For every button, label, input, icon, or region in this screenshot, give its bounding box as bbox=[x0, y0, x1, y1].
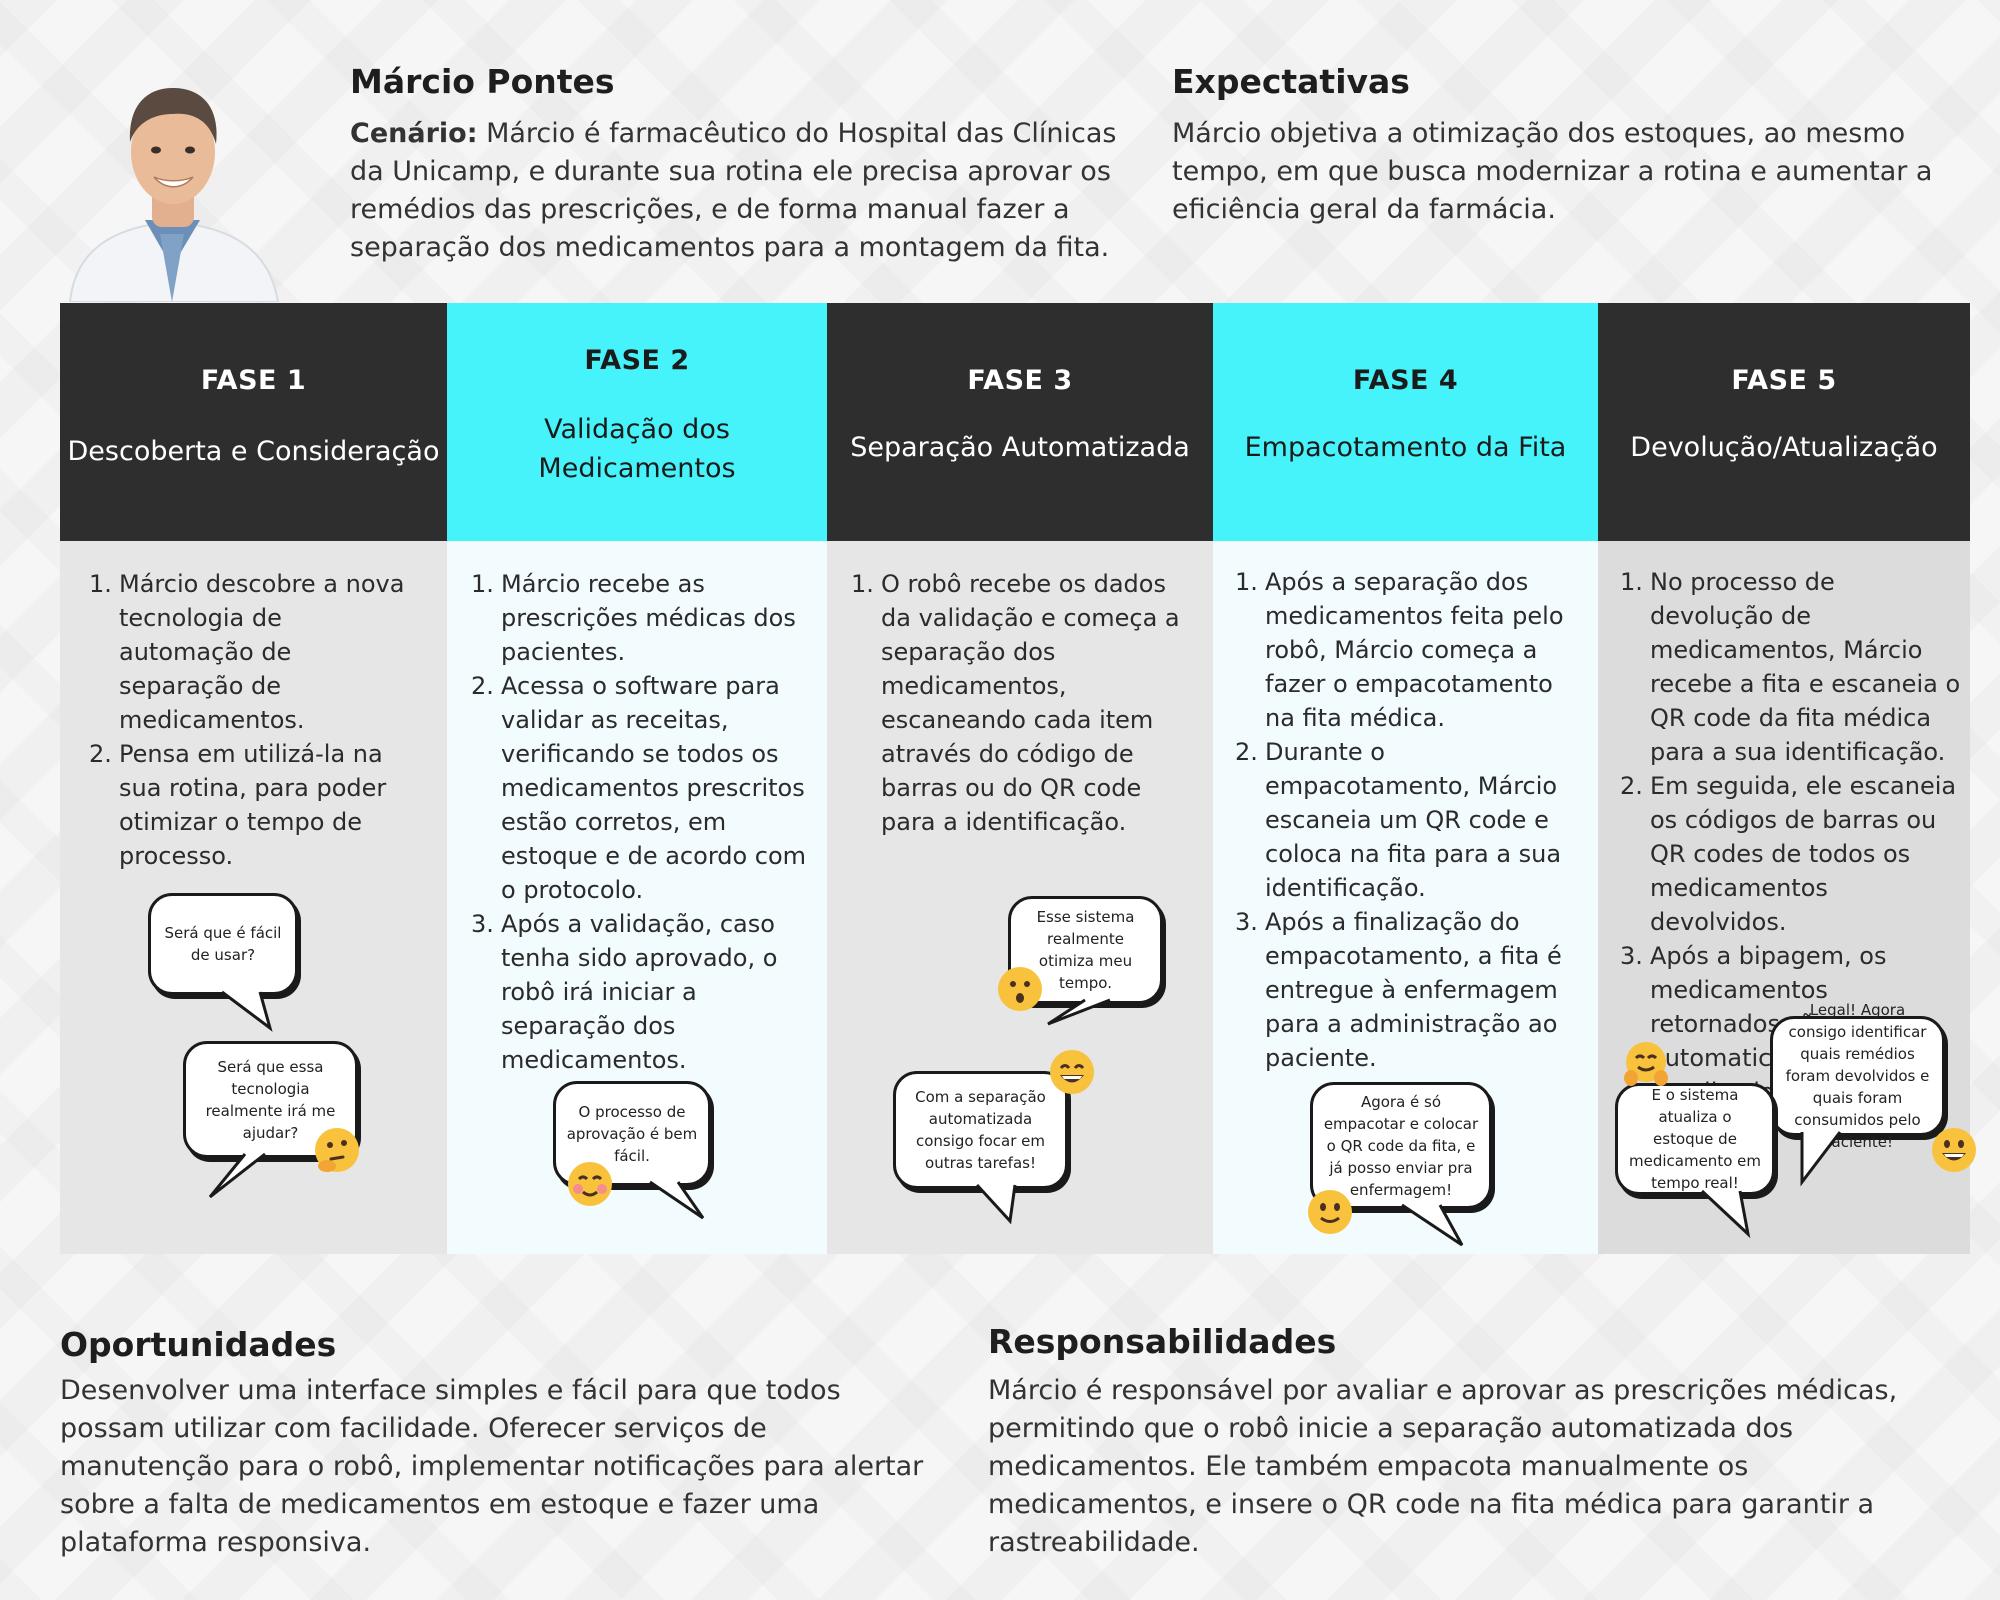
phase-3-title: FASE 3 bbox=[967, 365, 1073, 396]
phase-2-subtitle-line1: Validação dos bbox=[544, 414, 730, 445]
phase-4-steps: 1.Após a separação dos medicamentos feit… bbox=[1235, 565, 1583, 1075]
speech-bubble-tail bbox=[208, 1152, 266, 1199]
expectations-text: Márcio objetiva a otimização dos estoque… bbox=[1172, 118, 1933, 225]
opportunities-text: Desenvolver uma interface simples e fáci… bbox=[60, 1375, 924, 1558]
phase-1-steps: 1.Márcio descobre a nova tecnologia de a… bbox=[89, 567, 420, 873]
list-item: 2.Em seguida, ele escaneia os códigos de… bbox=[1620, 772, 1957, 936]
persona-avatar bbox=[60, 62, 285, 302]
scenario-text: Cenário: Márcio é farmacêutico do Hospit… bbox=[350, 115, 1150, 267]
list-item: 2. Durante o empacotamento, Márcio escan… bbox=[1235, 738, 1562, 902]
list-item: 1.No processo de devolução de medicament… bbox=[1620, 568, 1961, 766]
phase-4-header: FASE 4 Empacotamento da Fita bbox=[1213, 303, 1598, 541]
hushed-face-icon bbox=[998, 967, 1042, 1011]
list-item: 1.Márcio descobre a nova tecnologia de a… bbox=[89, 570, 405, 734]
phase-3-steps: 1.O robô recebe os dados da validação e … bbox=[851, 567, 1197, 839]
responsibilities-title: Responsabilidades bbox=[988, 1322, 1337, 1361]
speech-bubble-tail bbox=[1700, 1189, 1751, 1239]
speech-bubble: Legal! Agora consigo identificar quais r… bbox=[1770, 1001, 1945, 1151]
speech-bubble: Com a separação automatizada consigo foc… bbox=[893, 1071, 1068, 1189]
phase-1-subtitle: Descoberta e Consideração bbox=[67, 436, 440, 467]
grinning-face-icon bbox=[1050, 1050, 1094, 1094]
responsibilities-text: Márcio é responsável por avaliar e aprov… bbox=[988, 1375, 1898, 1558]
list-item: 2.Pensa em utilizá-la na sua rotina, par… bbox=[89, 740, 387, 870]
speech-bubble-tail bbox=[1800, 1131, 1842, 1187]
list-item: 1.Márcio recebe as prescrições médicas d… bbox=[471, 570, 796, 666]
thinking-face-icon bbox=[315, 1128, 359, 1172]
speech-bubble: Agora é só empacotar e colocar o QR code… bbox=[1310, 1082, 1492, 1209]
phase-5-header: FASE 5 Devolução/Atualização bbox=[1598, 303, 1970, 541]
phase-2-steps: 1.Márcio recebe as prescrições médicas d… bbox=[471, 567, 812, 1077]
scenario-body: Márcio é farmacêutico do Hospital das Cl… bbox=[350, 118, 1117, 263]
list-item: 1.O robô recebe os dados da validação e … bbox=[851, 570, 1180, 836]
speech-bubble-tail bbox=[975, 1183, 1017, 1225]
persona-name: Márcio Pontes bbox=[350, 62, 615, 101]
opportunities-title: Oportunidades bbox=[60, 1325, 337, 1364]
phase-2-subtitle-line2: Medicamentos bbox=[538, 453, 736, 484]
list-item: 3. Após a finalização do empacotamento, … bbox=[1235, 908, 1562, 1072]
list-item: 2.Acessa o software para validar as rece… bbox=[471, 672, 807, 904]
phase-2-header: FASE 2 Validação dos Medicamentos bbox=[447, 303, 827, 541]
speech-bubble: Será que é fácil de usar? bbox=[148, 893, 298, 995]
phase-3-subtitle: Separação Automatizada bbox=[850, 432, 1190, 463]
smiling-face-with-blush-icon bbox=[568, 1162, 612, 1206]
speech-bubble: Será que essa tecnologia realmente irá m… bbox=[183, 1041, 358, 1158]
phase-5-subtitle: Devolução/Atualização bbox=[1630, 432, 1938, 463]
phase-2-title: FASE 2 bbox=[584, 345, 690, 376]
speech-bubble-tail bbox=[221, 990, 273, 1032]
slightly-smiling-face-icon bbox=[1308, 1190, 1352, 1234]
phase-4-title: FASE 4 bbox=[1352, 365, 1459, 396]
phase-4-subtitle: Empacotamento da Fita bbox=[1244, 432, 1567, 463]
scenario-label: Cenário: bbox=[350, 118, 478, 149]
phase-1-title: FASE 1 bbox=[200, 365, 307, 396]
grinning-face-icon bbox=[1932, 1128, 1976, 1172]
speech-bubble: E o sistema atualiza o estoque de medica… bbox=[1615, 1083, 1775, 1195]
speech-bubble-tail bbox=[1047, 998, 1111, 1026]
phase-4-body: 1.Após a separação dos medicamentos feit… bbox=[1213, 541, 1598, 1254]
phase-3-header: FASE 3 Separação Automatizada bbox=[827, 303, 1213, 541]
list-item: 1.Após a separação dos medicamentos feit… bbox=[1235, 568, 1564, 732]
speech-bubble-tail bbox=[1401, 1203, 1464, 1247]
speech-bubble-tail bbox=[649, 1180, 705, 1220]
phase-1-header: FASE 1 Descoberta e Consideração bbox=[60, 303, 447, 541]
phase-5-title: FASE 5 bbox=[1731, 365, 1837, 396]
hugging-face-icon bbox=[1624, 1042, 1668, 1086]
expectations-title: Expectativas bbox=[1172, 62, 1410, 101]
list-item: 3.Após a validação, caso tenha sido apro… bbox=[471, 910, 778, 1074]
